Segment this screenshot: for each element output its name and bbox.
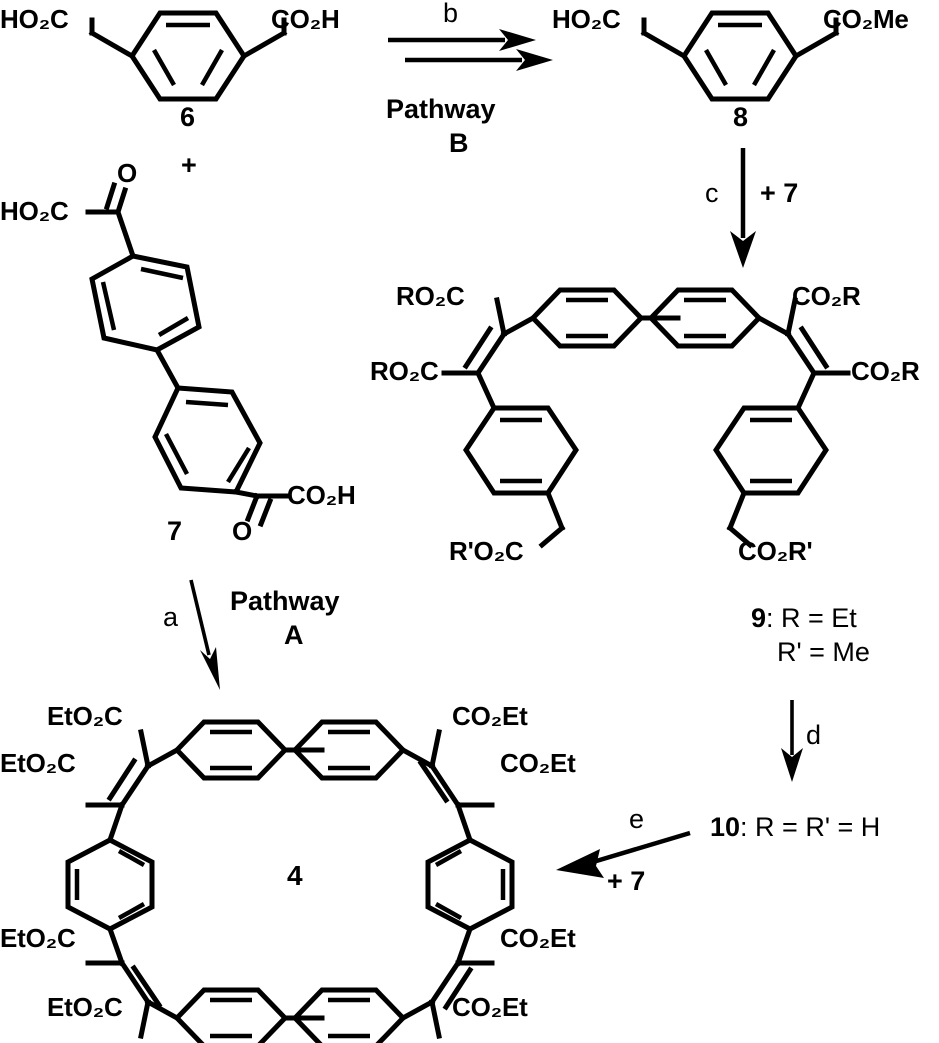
compound-9-ester-mid-right: CO₂R xyxy=(851,356,920,386)
compound-7-ketone-oxygen-bottom: O xyxy=(232,516,253,546)
compound-8-number: 8 xyxy=(733,102,749,132)
compound-4-ester-top-right-lower: CO₂Et xyxy=(500,748,576,778)
compound-4-ester-bottom-left-lower: EtO₂C xyxy=(47,992,123,1022)
compound-4-ester-top-left-lower: EtO₂C xyxy=(0,748,76,778)
step-d-arrow xyxy=(781,700,803,782)
compound-9-ester-top-right: CO₂R xyxy=(792,281,861,311)
compound-4-ester-top-left-upper: EtO₂C xyxy=(47,701,123,731)
plus-sign-6-7: + xyxy=(181,150,197,180)
compound-4-ester-top-right-upper: CO₂Et xyxy=(452,701,528,731)
step-e-arrow xyxy=(556,830,691,878)
compound-7-structure xyxy=(85,181,291,528)
compound-10-definition: 10: R = R' = H xyxy=(710,812,881,842)
compound-7-bottom-group: CO₂H xyxy=(287,480,356,510)
compound-4-ester-bottom-right-upper: CO₂Et xyxy=(500,923,576,953)
pathway-a-arrow xyxy=(189,579,220,690)
compound-7-ketone-oxygen-top: O xyxy=(117,158,138,188)
condition-c-label: c xyxy=(705,178,719,208)
pathway-b-label-line2: B xyxy=(449,128,469,158)
compound-4-structure xyxy=(65,719,515,1043)
compound-6-number: 6 xyxy=(180,102,196,132)
compound-9-ester-bottom-right: CO₂R' xyxy=(738,536,813,566)
compound-9-definition-line1: 9: R = Et xyxy=(751,603,857,633)
step-c-arrow xyxy=(730,148,756,268)
compound-7-top-group: HO₂C xyxy=(0,196,69,226)
step-e-reagent-label: + 7 xyxy=(607,866,646,896)
compound-8-structure xyxy=(640,10,840,102)
compound-8-right-group: CO₂Me xyxy=(823,4,909,34)
compound-6-left-group: HO₂C xyxy=(0,4,69,34)
pathway-a-label-line2: A xyxy=(284,620,304,650)
compound-8-left-group: HO₂C xyxy=(552,4,621,34)
compound-9-definition-line2: R' = Me xyxy=(777,637,870,667)
condition-d-label: d xyxy=(806,720,822,750)
condition-a-label: a xyxy=(163,602,179,632)
compound-9-structure xyxy=(441,287,851,549)
compound-4-ester-bottom-right-lower: CO₂Et xyxy=(452,992,528,1022)
compound-6-right-group: CO₂H xyxy=(271,4,340,34)
pathway-a-label-line1: Pathway xyxy=(230,586,340,616)
compound-7-number: 7 xyxy=(167,516,183,546)
compound-6-structure xyxy=(88,10,288,102)
compound-4-ester-bottom-left-upper: EtO₂C xyxy=(0,923,76,953)
compound-9-ester-mid-left: RO₂C xyxy=(370,356,439,386)
pathway-b-label-line1: Pathway xyxy=(386,94,496,124)
compound-9-ester-bottom-left: R'O₂C xyxy=(449,536,524,566)
pathway-b-arrow xyxy=(388,29,553,71)
compound-4-number: 4 xyxy=(287,860,303,891)
condition-b-label: b xyxy=(443,0,459,28)
step-c-reagent-label: + 7 xyxy=(760,178,799,208)
condition-e-label: e xyxy=(629,804,645,834)
compound-9-ester-top-left: RO₂C xyxy=(396,281,465,311)
